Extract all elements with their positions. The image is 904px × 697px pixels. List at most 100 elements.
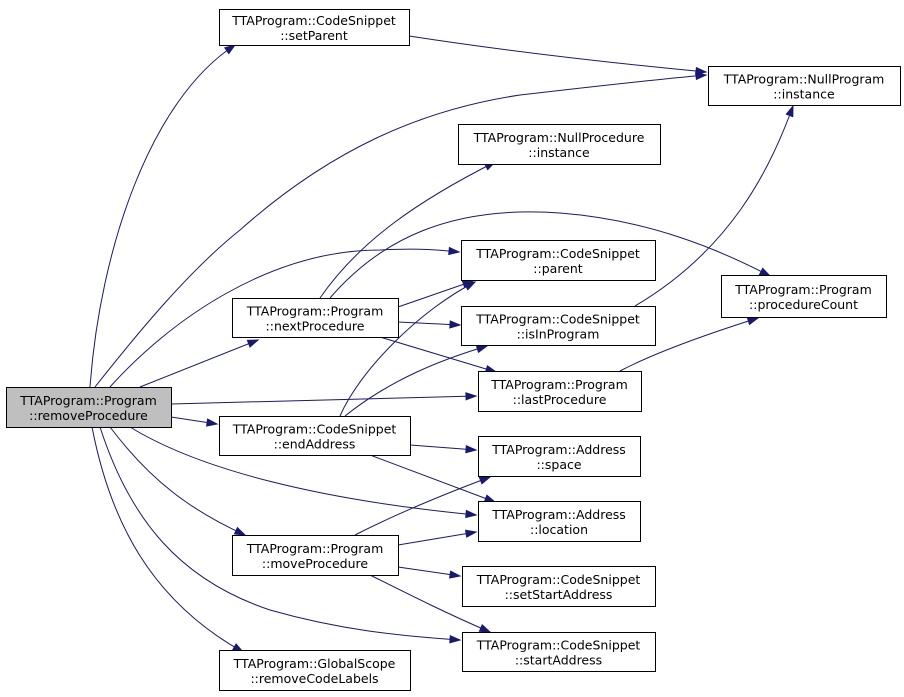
edge-line — [619, 317, 759, 372]
edge-removeProcedure-to-setParent — [89, 44, 237, 388]
node-label-line2: ::nextProcedure — [266, 319, 365, 334]
node-label-line2: ::procedureCount — [749, 297, 858, 312]
edge-line — [634, 105, 794, 307]
node-label-line1: TTAProgram::CodeSnippet — [475, 312, 640, 327]
node-label-line2: ::moveProcedure — [262, 556, 368, 571]
edge-line — [89, 44, 236, 388]
edge-line — [329, 211, 771, 299]
node-label-line2: ::isInProgram — [517, 327, 600, 342]
node-label-line1: TTAProgram::Program — [246, 541, 384, 556]
edge-line — [369, 454, 496, 503]
node-label-line1: TTAProgram::CodeSnippet — [476, 638, 641, 653]
node-label-line2: ::space — [536, 457, 581, 472]
node-startAddress[interactable]: TTAProgram::CodeSnippet::startAddress — [462, 632, 656, 672]
node-box — [219, 650, 411, 691]
edge-line — [408, 35, 707, 73]
edge-arrowhead — [246, 339, 260, 348]
node-box — [461, 306, 656, 346]
edge-arrowhead — [475, 345, 489, 354]
node-label-line2: ::endAddress — [274, 437, 356, 452]
edge-arrowhead — [746, 317, 760, 326]
edge-line — [397, 280, 474, 308]
node-label-line2: ::setParent — [280, 28, 348, 43]
node-box — [219, 416, 411, 456]
edge-moveProcedure-to-location — [397, 529, 478, 546]
node-label-line1: TTAProgram::CodeSnippet — [475, 246, 640, 261]
edge-line — [94, 74, 707, 388]
node-box — [708, 66, 901, 106]
node-setStartAddress[interactable]: TTAProgram::CodeSnippet::setStartAddress — [462, 566, 656, 607]
edge-line — [139, 339, 259, 388]
node-label-line2: ::lastProcedure — [513, 392, 607, 407]
node-location[interactable]: TTAProgram::Address::location — [478, 501, 641, 542]
edge-removeProcedure-to-endAddress — [170, 416, 219, 427]
node-space[interactable]: TTAProgram::Address::space — [478, 436, 641, 477]
node-label-line1: TTAProgram::Address — [491, 507, 626, 522]
edge-moveProcedure-to-startAddress — [369, 574, 492, 633]
nodes-layer: TTAProgram::Program::removeProcedureTTAP… — [6, 9, 901, 691]
edge-arrowhead — [233, 526, 247, 536]
node-label-line1: TTAProgram::CodeSnippet — [476, 572, 641, 587]
edge-arrowhead — [449, 320, 462, 329]
node-endAddress[interactable]: TTAProgram::CodeSnippet::endAddress — [219, 416, 411, 456]
edge-arrowhead — [478, 476, 492, 485]
node-removeProcedure[interactable]: TTAProgram::Program::removeProcedure — [6, 387, 172, 428]
edge-removeProcedure-to-moveProcedure — [109, 426, 247, 536]
node-nextProcedure[interactable]: TTAProgram::Program::nextProcedure — [232, 298, 399, 338]
node-label-line1: TTAProgram::NullProcedure — [473, 130, 645, 145]
node-label-line1: TTAProgram::Program — [19, 393, 157, 408]
node-procedureCount[interactable]: TTAProgram::Program::procedureCount — [721, 275, 887, 318]
edge-endAddress-to-location — [369, 454, 497, 503]
edge-nextProcedure-to-isInProgram — [397, 320, 462, 329]
node-label-line1: TTAProgram::GlobalScope — [233, 656, 396, 671]
node-box — [721, 275, 887, 318]
edge-arrowhead — [465, 445, 478, 454]
edge-arrowhead — [223, 44, 237, 55]
edge-line — [397, 531, 477, 546]
node-removeCodeLabels[interactable]: TTAProgram::GlobalScope::removeCodeLabel… — [219, 650, 411, 691]
node-box — [458, 124, 661, 165]
edge-moveProcedure-to-space — [354, 476, 492, 536]
node-label-line2: ::parent — [533, 261, 582, 276]
node-label-line2: ::removeCodeLabels — [250, 671, 378, 686]
edge-arrowhead — [785, 104, 794, 118]
node-label-line1: TTAProgram::Program — [246, 304, 384, 319]
edge-arrowhead — [206, 418, 219, 427]
edge-isInProgram-to-nullProgramInstance — [634, 104, 794, 307]
edges-layer — [89, 35, 794, 653]
node-box — [462, 632, 656, 672]
edge-arrowhead — [449, 635, 462, 644]
edge-line — [319, 161, 496, 299]
node-moveProcedure[interactable]: TTAProgram::Program::moveProcedure — [232, 535, 399, 576]
node-isInProgram[interactable]: TTAProgram::CodeSnippet::isInProgram — [461, 306, 656, 346]
node-nullProcedureInstance[interactable]: TTAProgram::NullProcedure::instance — [458, 124, 661, 165]
node-nullProgramInstance[interactable]: TTAProgram::NullProgram::instance — [708, 66, 901, 106]
edge-line — [109, 248, 460, 388]
node-label-line1: TTAProgram::NullProgram — [723, 72, 885, 87]
node-box — [232, 298, 399, 338]
edge-arrowhead — [695, 66, 708, 76]
node-setParent[interactable]: TTAProgram::CodeSnippet::setParent — [219, 9, 410, 46]
node-box — [6, 387, 172, 428]
edge-line — [339, 281, 476, 417]
edge-nextProcedure-to-parent — [397, 280, 475, 308]
node-label-line1: TTAProgram::Address — [491, 442, 626, 457]
node-lastProcedure[interactable]: TTAProgram::Program::lastProcedure — [478, 371, 642, 412]
node-label-line1: TTAProgram::Program — [734, 282, 872, 297]
edge-moveProcedure-to-setStartAddress — [397, 566, 462, 579]
node-box — [461, 240, 656, 281]
edge-setParent-to-nullProgramInstance — [408, 35, 708, 76]
node-label-line2: ::instance — [773, 87, 835, 102]
node-box — [232, 535, 399, 576]
edge-line — [129, 426, 477, 516]
node-box — [478, 436, 641, 477]
edge-arrowhead — [463, 281, 477, 291]
node-box — [478, 371, 642, 412]
node-label-line2: ::instance — [528, 145, 590, 160]
node-label-line2: ::setStartAddress — [505, 587, 613, 602]
edge-removeProcedure-to-nextProcedure — [139, 339, 260, 388]
node-label-line1: TTAProgram::CodeSnippet — [232, 422, 397, 437]
node-label-line2: ::location — [530, 522, 588, 537]
node-parent[interactable]: TTAProgram::CodeSnippet::parent — [461, 240, 656, 281]
